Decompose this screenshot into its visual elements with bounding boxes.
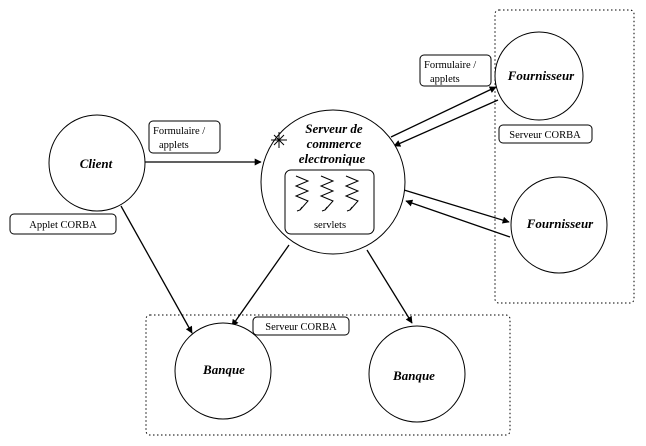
applet-corba-box: Applet CORBA	[9, 213, 117, 235]
supplier-2-node: Fournisseur	[510, 176, 608, 274]
supplier-form-line-2: applets	[430, 74, 460, 85]
supplier-form-box: Formulaire / applets	[419, 54, 492, 87]
supplier-group	[494, 9, 635, 304]
supplier-form-line-1: Formulaire /	[424, 60, 476, 71]
supplier-corba-box: Serveur CORBA	[498, 124, 593, 144]
client-form-line-2: applets	[159, 140, 189, 151]
client-node: Client	[48, 114, 146, 212]
bank-2-node: Banque	[368, 325, 466, 423]
server-to-supplier-1-arrow	[390, 86, 497, 138]
bank-corba-label: Serveur CORBA	[265, 322, 337, 333]
server-label-line-3: electronique	[299, 151, 366, 166]
client-label: Client	[80, 156, 113, 171]
bank-corba-box: Serveur CORBA	[252, 316, 350, 336]
servlet-1-icon	[294, 175, 310, 212]
server-to-bank-1-arrow	[231, 244, 290, 327]
servlets-box	[284, 169, 375, 235]
supplier-2-to-server-arrow	[405, 199, 511, 238]
supplier-2-label: Fournisseur	[526, 216, 594, 231]
client-form-line-1: Formulaire /	[153, 126, 205, 137]
client-form-box: Formulaire / applets	[148, 120, 221, 154]
server-label-line-2: commerce	[307, 136, 362, 151]
bank-1-label: Banque	[202, 362, 245, 377]
supplier-1-node: Fournisseur	[494, 31, 584, 121]
bank-1-node: Banque	[174, 322, 272, 420]
servlet-2-icon	[319, 175, 335, 212]
supplier-corba-label: Serveur CORBA	[509, 130, 581, 141]
supplier-1-to-server-arrow	[393, 99, 499, 147]
client-to-bank-arrow	[120, 205, 193, 334]
servlet-3-icon	[344, 175, 360, 212]
applet-corba-label: Applet CORBA	[29, 220, 97, 231]
supplier-1-label: Fournisseur	[507, 68, 575, 83]
server-label-line-1: Serveur de	[305, 121, 363, 136]
bank-2-label: Banque	[392, 368, 435, 383]
servlets-label: servlets	[314, 220, 346, 231]
sparkle-icon	[271, 132, 287, 148]
servlet-glyphs	[294, 175, 360, 212]
server-to-bank-2-arrow	[366, 249, 413, 324]
server-to-supplier-2-arrow	[403, 189, 510, 224]
server-node: Serveur de commerce electronique servlet…	[260, 109, 406, 255]
